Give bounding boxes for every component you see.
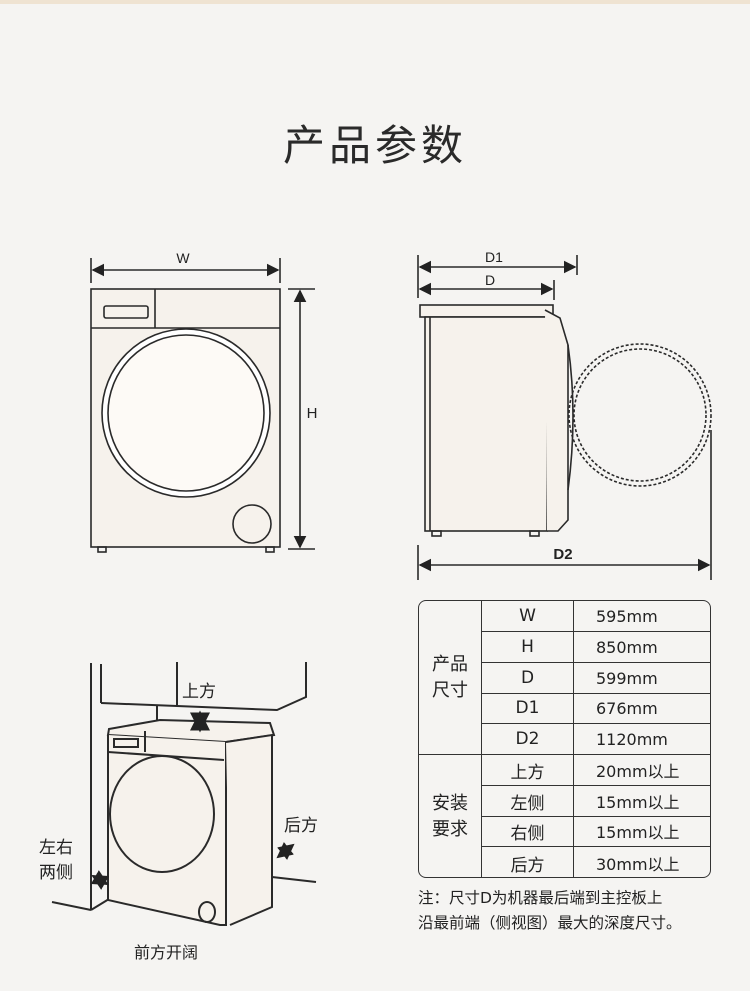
sides-clearance-label-1: 左右	[39, 838, 73, 857]
d1-label: D1	[485, 249, 503, 265]
row-value: 595mm	[596, 606, 658, 626]
install-door	[109, 755, 215, 873]
table-row: 右侧 15mm以上	[482, 816, 710, 847]
install-view	[51, 662, 317, 926]
group-install-req: 安装要求	[419, 755, 482, 877]
group-label: 安装	[432, 793, 468, 814]
row-key: 后方	[482, 847, 574, 877]
row-key: H	[482, 632, 574, 662]
table-row: 后方 30mm以上	[482, 847, 710, 877]
table-row: D1 676mm	[482, 693, 710, 724]
row-key: D2	[482, 724, 574, 754]
back-clearance-label: 后方	[284, 816, 318, 835]
row-value: 30mm以上	[596, 855, 680, 874]
width-label: W	[176, 250, 190, 266]
group-label: 尺寸	[432, 679, 468, 701]
table-row: D2 1120mm	[482, 724, 710, 755]
sides-clearance-label-2: 两侧	[39, 863, 73, 882]
row-key: 上方	[482, 755, 574, 785]
row-key: D1	[482, 693, 574, 723]
row-value: 599mm	[596, 668, 658, 688]
row-value: 15mm以上	[596, 793, 680, 812]
table-row: W 595mm	[482, 601, 710, 632]
group-label: 产品	[432, 653, 468, 675]
front-view	[90, 258, 315, 553]
filter-cap	[232, 504, 272, 544]
top-clearance-label: 上方	[182, 682, 216, 701]
table-row: D 599mm	[482, 663, 710, 694]
row-key: 左侧	[482, 786, 574, 816]
spec-table: 产品尺寸 安装要求 W 595mm H 850mm D 599mm D1 676mm D…	[418, 600, 711, 878]
washer-side-body	[424, 316, 548, 532]
row-value: 15mm以上	[596, 823, 680, 842]
side-view	[417, 255, 712, 580]
row-value: 850mm	[596, 637, 658, 657]
open-door-dashed	[568, 343, 712, 487]
row-value: 676mm	[596, 698, 658, 718]
table-row: H 850mm	[482, 632, 710, 663]
table-row: 左侧 15mm以上	[482, 786, 710, 817]
footnote-line: 沿最前端（侧视图）最大的深度尺寸。	[418, 914, 682, 932]
footnote: 注：尺寸D为机器最后端到主控板上 沿最前端（侧视图）最大的深度尺寸。	[418, 886, 748, 936]
row-key: W	[482, 601, 574, 631]
door-inner	[107, 334, 265, 492]
group-product-size: 产品尺寸	[419, 601, 482, 755]
height-label: H	[307, 405, 318, 422]
group-label: 要求	[432, 819, 468, 840]
row-value: 20mm以上	[596, 762, 680, 781]
page-title: 产品参数	[282, 121, 467, 170]
footnote-line: 注：尺寸D为机器最后端到主控板上	[418, 889, 663, 907]
table-row: 上方 20mm以上	[482, 755, 710, 786]
display-panel	[103, 305, 149, 319]
d2-label: D2	[553, 546, 572, 563]
row-key: D	[482, 663, 574, 693]
row-value: 1120mm	[596, 729, 668, 749]
row-key: 右侧	[482, 816, 574, 846]
front-clearance-label: 前方开阔	[134, 944, 198, 962]
top-band	[0, 0, 750, 4]
d-label: D	[485, 272, 495, 288]
